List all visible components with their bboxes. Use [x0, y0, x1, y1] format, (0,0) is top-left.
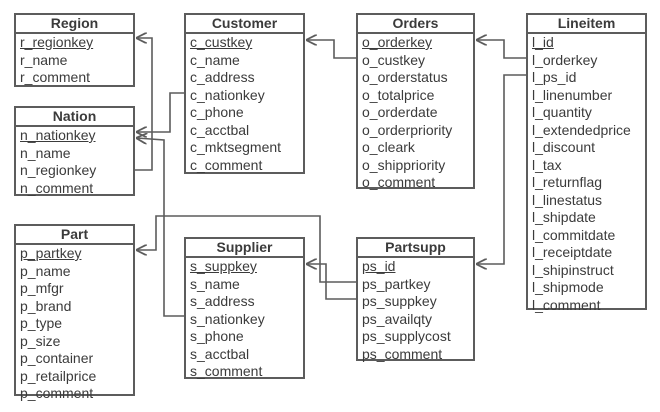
- field: l_linestatus: [532, 191, 603, 208]
- field: o_totalprice: [362, 86, 435, 103]
- field: p_mfgr: [20, 280, 64, 296]
- primary-key-field: ps_id: [362, 258, 396, 274]
- link-orders-customer: [307, 40, 356, 59]
- field: ps_suppkey: [362, 293, 437, 309]
- field: c_phone: [190, 104, 244, 120]
- field: o_shippriority: [362, 156, 446, 173]
- field: s_comment: [190, 363, 263, 379]
- field: r_name: [20, 51, 68, 68]
- field: l_shipmode: [532, 279, 604, 295]
- field: c_address: [190, 69, 255, 85]
- primary-key-field: r_regionkey: [20, 34, 94, 50]
- primary-key-field: p_partkey: [20, 245, 82, 261]
- field: o_custkey: [362, 51, 426, 68]
- field: l_tax: [532, 156, 562, 173]
- field: l_comment: [532, 296, 601, 313]
- field: o_cleark: [362, 139, 415, 155]
- field: l_receiptdate: [532, 244, 613, 260]
- field: s_nationkey: [190, 310, 265, 327]
- field: p_comment: [20, 385, 94, 401]
- field: o_orderstatus: [362, 69, 448, 85]
- link-supplier-nation: [137, 138, 184, 317]
- field: s_name: [190, 275, 240, 292]
- table-title: Nation: [16, 108, 133, 127]
- field: l_extendedprice: [532, 121, 631, 138]
- field: s_acctbal: [190, 345, 250, 362]
- field: p_retailprice: [20, 367, 97, 384]
- field: o_orderpriority: [362, 121, 453, 138]
- table-title: Part: [16, 226, 133, 245]
- table-title: Region: [16, 15, 133, 34]
- field: l_orderkey: [532, 51, 598, 68]
- field: p_size: [20, 332, 61, 349]
- field: l_commitdate: [532, 226, 616, 243]
- field: c_mktsegment: [190, 139, 282, 155]
- field: ps_availqty: [362, 310, 433, 327]
- field: o_orderdate: [362, 104, 438, 120]
- field: c_name: [190, 51, 240, 68]
- primary-key-field: c_custkey: [190, 34, 253, 50]
- table-title: Supplier: [186, 239, 303, 258]
- field: p_brand: [20, 297, 72, 314]
- table-title: Orders: [358, 15, 473, 34]
- field: s_address: [190, 293, 255, 309]
- field: ps_comment: [362, 345, 443, 362]
- link-nation-region: [135, 38, 153, 171]
- field: o_comment: [362, 174, 436, 190]
- field: p_type: [20, 315, 63, 331]
- primary-key-field: n_nationkey: [20, 127, 96, 143]
- primary-key-field: o_orderkey: [362, 34, 433, 50]
- field: l_returnflag: [532, 174, 603, 190]
- field: c_comment: [190, 156, 263, 173]
- field: c_nationkey: [190, 86, 265, 103]
- field: n_name: [20, 144, 71, 161]
- field: p_name: [20, 262, 71, 279]
- link-lineitem-partsupp: [477, 74, 526, 264]
- table-title: Customer: [186, 15, 303, 34]
- link-partsupp-supplier: [307, 264, 356, 300]
- field: s_phone: [190, 328, 244, 344]
- field: l_linenumber: [532, 86, 613, 103]
- field: n_comment: [20, 179, 94, 196]
- field: c_acctbal: [190, 121, 250, 138]
- link-lineitem-orders: [477, 40, 526, 59]
- table-title: Lineitem: [528, 15, 645, 34]
- field: ps_partkey: [362, 275, 431, 292]
- field: l_quantity: [532, 104, 592, 120]
- link-customer-nation: [137, 92, 184, 132]
- field: r_comment: [20, 69, 91, 85]
- field: l_ps_id: [532, 69, 577, 85]
- field: l_discount: [532, 139, 596, 155]
- field: l_shipinstruct: [532, 261, 614, 278]
- primary-key-field: l_id: [532, 34, 554, 50]
- table-title: Partsupp: [358, 239, 473, 258]
- field: l_shipdate: [532, 209, 596, 225]
- primary-key-field: s_suppkey: [190, 258, 257, 274]
- field: ps_supplycost: [362, 328, 451, 344]
- field: p_container: [20, 350, 94, 366]
- field: n_regionkey: [20, 162, 97, 178]
